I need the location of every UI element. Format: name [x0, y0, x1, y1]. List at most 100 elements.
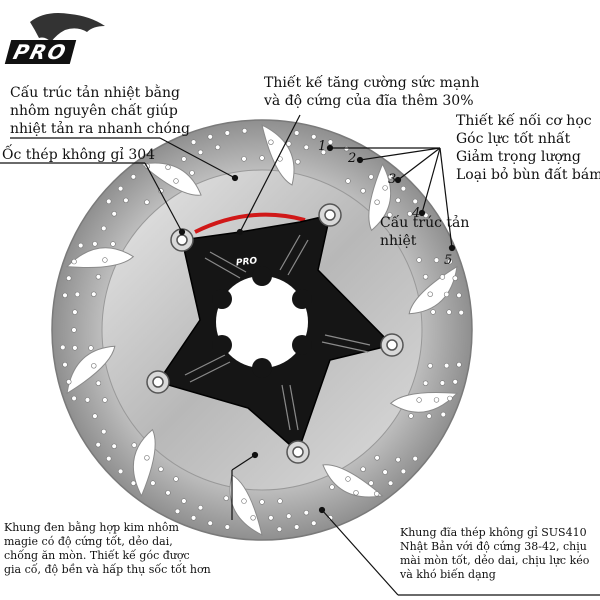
brand-logo: PRO — [4, 40, 77, 64]
drill-hole — [72, 309, 78, 315]
drill-hole — [197, 149, 204, 156]
drill-hole — [111, 211, 117, 217]
frame-label: Khung đĩa thép không gỉ SUS410 Nhật Bản … — [400, 526, 589, 582]
drill-hole — [91, 363, 97, 369]
drill-hole — [368, 480, 374, 486]
drill-hole — [190, 139, 197, 145]
drill-hole — [215, 144, 221, 151]
spider-line: chống ăn mòn. Thiết kế góc được — [4, 549, 190, 562]
drill-hole — [102, 397, 108, 403]
drill-hole — [91, 291, 97, 297]
drill-hole — [452, 275, 458, 281]
drill-hole — [416, 257, 422, 263]
drill-hole — [224, 130, 231, 136]
drill-hole — [181, 498, 187, 504]
drill-hole — [207, 134, 213, 140]
frame-line: mài mòn tốt, dẻo dai, chịu lực kéo — [400, 554, 590, 567]
drill-hole — [433, 397, 440, 403]
drill-hole — [62, 362, 68, 368]
drill-hole — [84, 397, 91, 403]
frame-line: Khung đĩa thép không gỉ SUS410 — [400, 526, 587, 539]
drill-hole — [311, 520, 317, 526]
drill-hole — [329, 484, 335, 490]
drill-hole — [92, 241, 98, 247]
drill-hole — [327, 515, 334, 521]
heat-structure-label: Cấu trúc tản nhiệt — [380, 214, 469, 250]
drill-hole — [173, 178, 179, 184]
drill-hole — [374, 199, 380, 205]
drill-hole — [295, 159, 301, 165]
drill-hole — [62, 292, 68, 298]
drill-hole — [117, 468, 124, 475]
spider-line: gia cố, độ bền và hấp thụ sốc tốt hơn — [4, 563, 211, 576]
drill-hole — [158, 466, 164, 472]
drill-hole — [439, 380, 446, 386]
drill-hole — [387, 480, 394, 486]
drill-hole — [181, 156, 187, 162]
drill-hole — [241, 156, 247, 162]
drill-hole — [131, 442, 137, 448]
drill-hole — [387, 174, 394, 180]
drill-hole — [360, 188, 366, 194]
drill-hole — [430, 309, 436, 315]
drill-hole — [72, 345, 78, 351]
drill-hole — [144, 199, 150, 205]
drill-hole — [320, 149, 327, 156]
drill-hole — [353, 490, 359, 496]
drill-hole — [165, 164, 171, 170]
drill-hole — [294, 524, 300, 530]
spider-carrier — [156, 213, 394, 454]
red-accent — [194, 212, 306, 234]
drill-hole — [66, 275, 72, 281]
feature-line: Loại bỏ bùn đất bám — [456, 167, 600, 183]
drill-hole — [74, 291, 81, 298]
drill-hole — [400, 185, 407, 192]
drill-hole — [144, 455, 150, 461]
drill-hole — [412, 198, 418, 205]
drill-hole — [95, 442, 101, 448]
drill-hole — [102, 257, 108, 263]
drill-hole — [150, 480, 156, 486]
frame-line: Nhật Bản với độ cứng 38-42, chịu — [400, 540, 587, 553]
drill-hole — [345, 476, 351, 482]
drill-hole — [71, 395, 77, 402]
drill-hole — [382, 469, 388, 475]
drill-hole — [360, 466, 366, 472]
drill-hole — [130, 480, 137, 486]
frame-line: và khó biến dạng — [400, 568, 496, 581]
feature-line: Thiết kế nối cơ học — [456, 113, 592, 129]
drill-hole — [106, 198, 112, 205]
drill-hole — [223, 495, 229, 501]
drill-hole — [268, 139, 274, 145]
drill-hole — [66, 379, 72, 385]
drill-hole — [416, 397, 422, 403]
drill-hole — [345, 178, 351, 184]
drill-hole — [60, 344, 66, 351]
drill-hole — [268, 515, 274, 521]
callout-number-1: 1 — [318, 139, 327, 154]
heat-dissipation-line: nhiệt tản ra nhanh chóng — [10, 121, 190, 137]
drill-hole — [427, 363, 433, 369]
steel-bolt-label: Ốc thép không gỉ 304 — [2, 147, 156, 163]
drill-hole — [395, 197, 401, 204]
drill-hole — [88, 345, 94, 351]
strength-label: Thiết kế tăng cường sức mạnh và độ cứng … — [264, 74, 479, 110]
drill-hole — [77, 242, 84, 249]
strength-line: Thiết kế tăng cường sức mạnh — [264, 75, 480, 91]
drill-hole — [439, 274, 446, 280]
drill-hole — [259, 155, 265, 161]
spider-label: Khung đen bằng hợp kim nhôm magie có độ … — [4, 521, 211, 577]
panther-logo-icon — [30, 13, 105, 42]
drill-hole — [276, 526, 283, 532]
drill-hole — [190, 515, 197, 521]
drill-hole — [71, 327, 77, 333]
drill-hole — [447, 395, 453, 402]
drill-hole — [250, 515, 256, 521]
feature-line: Giảm trọng lượng — [456, 149, 581, 165]
drill-hole — [433, 257, 440, 263]
drill-hole — [71, 258, 77, 265]
drill-hole — [446, 309, 452, 315]
drill-hole — [165, 490, 171, 496]
heat-dissipation-line: Cấu trúc tản nhiệt bằng — [10, 85, 180, 101]
drill-hole — [117, 185, 124, 192]
